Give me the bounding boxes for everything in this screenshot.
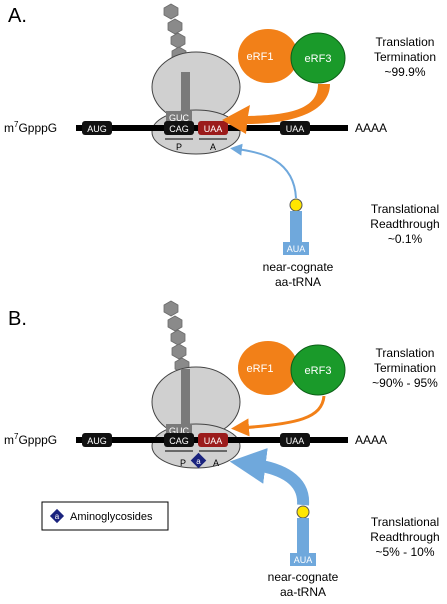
aminoacid-a xyxy=(289,198,303,212)
panel-label-a: A. xyxy=(8,5,27,27)
site-p-label-a: P xyxy=(176,142,182,152)
svg-text:UAA: UAA xyxy=(286,124,305,134)
svg-text:eRF1: eRF1 xyxy=(247,363,274,375)
termination-value-b: ~90% - 95% xyxy=(372,376,438,390)
readthrough-label2-b: Readthrough xyxy=(370,530,439,544)
termination-label1-b: Translation xyxy=(376,346,435,360)
trna-p-site-b xyxy=(181,369,190,425)
trna-p-site-a xyxy=(181,72,190,112)
polya-a: AAAA xyxy=(355,121,387,135)
panel-b: B. GUC m7GpppG AUG CAG UAA P A a UAA AAA… xyxy=(4,300,440,599)
nc-label1-a: near-cognate xyxy=(263,260,334,274)
svg-text:a: a xyxy=(55,512,60,521)
aminoacid-b xyxy=(296,505,310,519)
trna-anticodon-a: GUC xyxy=(169,113,190,123)
svg-text:CAG: CAG xyxy=(169,124,189,134)
nc-label2-a: aa-tRNA xyxy=(275,275,321,289)
nc-trna-anticodon-box-b xyxy=(290,553,316,566)
svg-text:AUA: AUA xyxy=(294,555,313,565)
termination-label2-b: Termination xyxy=(374,361,436,375)
trna-anticodon-b: GUC xyxy=(169,426,190,436)
readthrough-label1-a: Translational xyxy=(371,202,439,216)
peptide-chain-b xyxy=(163,300,190,374)
erf1-a xyxy=(238,29,298,83)
erf1-b xyxy=(238,341,298,395)
nc-trna-stem-b xyxy=(297,518,309,554)
termination-label1-a: Translation xyxy=(376,35,435,49)
codon-start-b xyxy=(82,433,112,447)
nc-trna-anticodon-box-a xyxy=(283,242,309,255)
termination-label2-a: Termination xyxy=(374,50,436,64)
svg-text:UAA: UAA xyxy=(204,124,223,134)
readthrough-value-a: ~0.1% xyxy=(388,232,423,246)
nc-trna-stem-a xyxy=(290,211,302,247)
svg-text:CAG: CAG xyxy=(169,436,189,446)
site-p-label-b: P xyxy=(180,458,186,468)
erf3-a xyxy=(290,32,346,84)
polya-b: AAAA xyxy=(355,433,387,447)
termination-arrow-a xyxy=(222,84,330,134)
panel-a: A. GUC m7GpppG AUG CAG UAA P A UAA xyxy=(4,3,440,289)
readthrough-value-b: ~5% - 10% xyxy=(375,545,434,559)
nc-label1-b: near-cognate xyxy=(268,570,339,584)
site-a-label-a: A xyxy=(210,142,216,152)
codon-p-a xyxy=(164,121,194,135)
svg-text:eRF1: eRF1 xyxy=(247,51,274,63)
legend-diamond-icon xyxy=(49,508,65,524)
svg-text:a: a xyxy=(196,457,201,466)
trna-anticodon-box-a xyxy=(166,111,192,124)
codon-a-stop-a xyxy=(198,121,228,135)
legend-label: Aminoglycosides xyxy=(70,511,153,523)
termination-value-a: ~99.9% xyxy=(384,65,425,79)
five-prime-cap-b: m7GpppG xyxy=(4,432,57,447)
readthrough-label2-a: Readthrough xyxy=(370,217,439,231)
codon-start-a xyxy=(82,121,112,135)
svg-text:UAA: UAA xyxy=(204,436,223,446)
codon-p-b xyxy=(164,433,194,447)
five-prime-cap-a: m7GpppG xyxy=(4,120,57,135)
svg-text:AUG: AUG xyxy=(87,436,107,446)
termination-arrow-b xyxy=(231,395,326,437)
aminoglycoside-diamond-b xyxy=(190,452,207,469)
codon-a-stop-b xyxy=(198,433,228,447)
codon-stop2-a xyxy=(280,121,310,135)
site-a-label-b: A xyxy=(213,458,219,468)
svg-text:AUG: AUG xyxy=(87,124,107,134)
nc-label2-b: aa-tRNA xyxy=(280,585,326,599)
svg-text:eRF3: eRF3 xyxy=(305,365,332,377)
codon-stop2-b xyxy=(280,433,310,447)
readthrough-arrow-a xyxy=(230,143,297,199)
panel-label-b: B. xyxy=(8,308,27,330)
svg-text:UAA: UAA xyxy=(286,436,305,446)
readthrough-arrow-b xyxy=(229,448,310,506)
svg-text:AUA: AUA xyxy=(287,244,306,254)
erf3-b xyxy=(290,344,346,396)
svg-text:eRF3: eRF3 xyxy=(305,53,332,65)
readthrough-label1-b: Translational xyxy=(371,515,439,529)
